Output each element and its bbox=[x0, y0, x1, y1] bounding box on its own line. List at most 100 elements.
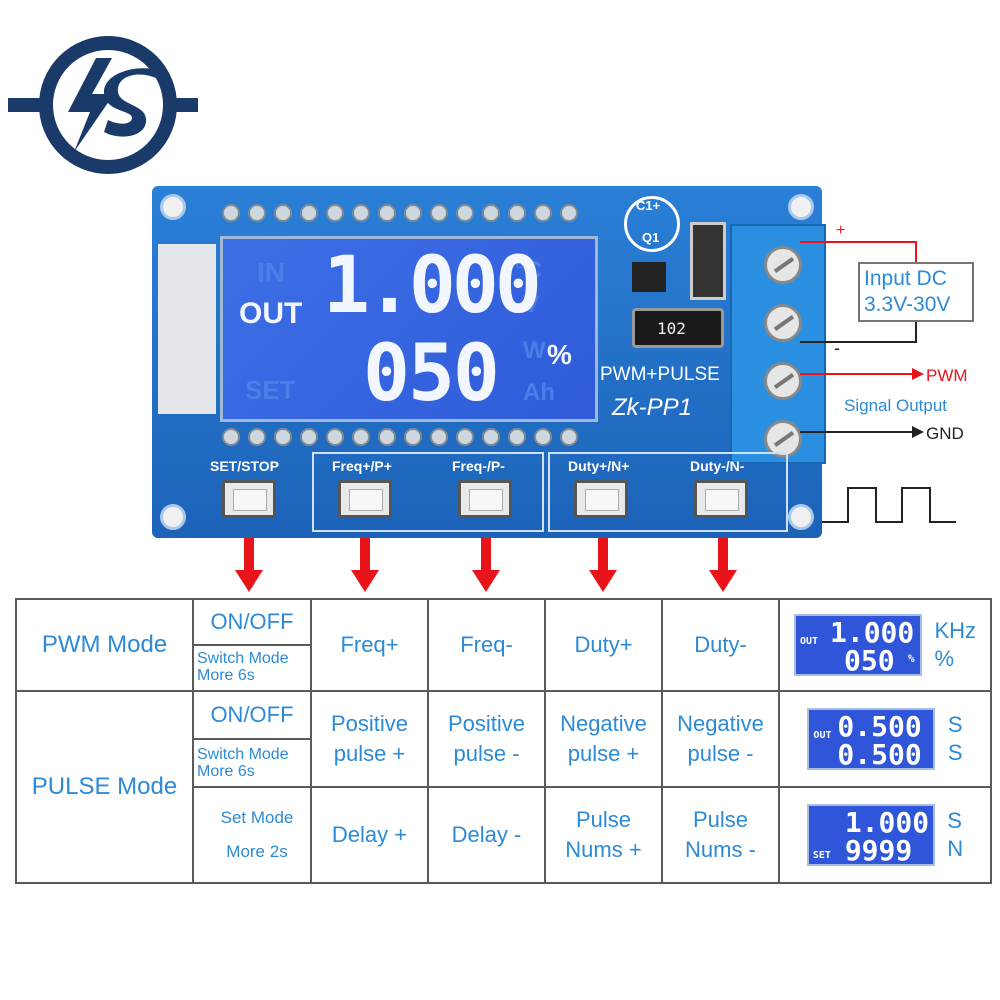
pos-pulse-minus-line1: Positive bbox=[447, 711, 526, 736]
mini-lcd-line2: 0.500 bbox=[837, 738, 922, 771]
delay-minus-cell: Delay - bbox=[427, 786, 546, 884]
lcd-pin bbox=[352, 428, 370, 446]
lcd-pin bbox=[248, 428, 266, 446]
pos-pulse-plus-line1: Positive bbox=[330, 711, 409, 736]
screw-gnd bbox=[764, 420, 802, 458]
set-mode-cell: Set Mode More 2s bbox=[192, 786, 312, 884]
lcd-pin bbox=[300, 204, 318, 222]
neg-pulse-minus-cell: Negative pulse - bbox=[661, 690, 780, 788]
freq-plus-label: Freq+ bbox=[340, 632, 399, 657]
pulse-nums-minus-line2: Nums - bbox=[685, 837, 756, 862]
resistor-code: 102 bbox=[657, 319, 686, 338]
pwm-label: PWM bbox=[926, 366, 968, 385]
pulse-mini-lcd: OUT 0.500 0.500 bbox=[807, 708, 936, 771]
lcd-pin bbox=[274, 428, 292, 446]
pulse-set-cell: ON/OFF Switch Mode More 6s bbox=[192, 690, 312, 788]
lcd-pin bbox=[560, 204, 578, 222]
lcd-backlight-connector bbox=[158, 244, 216, 414]
lcd-out-label: OUT bbox=[239, 297, 303, 330]
pwm-mode-label: PWM Mode bbox=[41, 631, 168, 658]
lcd-pin bbox=[456, 204, 474, 222]
neg-pulse-plus-line1: Negative bbox=[560, 711, 647, 736]
unit-2: % bbox=[934, 646, 954, 671]
pos-pulse-minus-line2: pulse - bbox=[453, 741, 520, 766]
lcd-unit: % bbox=[547, 339, 572, 370]
arrow-head bbox=[709, 570, 737, 592]
freq-minus-button[interactable] bbox=[458, 480, 512, 518]
lcd-pin bbox=[378, 428, 396, 446]
lcd-ghost-v: V bbox=[523, 291, 540, 318]
pos-pulse-plus-line2: pulse + bbox=[333, 741, 406, 766]
pwm-switch-mode-line1: Switch Mode bbox=[197, 650, 289, 667]
mini-lcd-unit: % bbox=[907, 652, 915, 665]
model-line1: PWM+PULSE bbox=[600, 364, 720, 385]
mini-lcd-line1: 1.000 bbox=[829, 616, 915, 649]
lcd-pin bbox=[560, 428, 578, 446]
diode bbox=[690, 222, 726, 300]
input-minus-sign: - bbox=[834, 338, 840, 358]
duty-plus-button[interactable] bbox=[574, 480, 628, 518]
mini-lcd-tag: SET bbox=[812, 850, 831, 861]
pulse-nums-plus-cell: Pulse Nums + bbox=[544, 786, 663, 884]
duty-minus-cell: Duty- bbox=[661, 598, 780, 692]
lcd-pin bbox=[430, 204, 448, 222]
pwm-switch-mode: Switch Mode More 6s bbox=[194, 646, 310, 690]
pulse-display-cell: OUT 0.500 0.500 S S bbox=[778, 690, 992, 788]
neg-pulse-plus-cell: Negative pulse + bbox=[544, 690, 663, 788]
pulse-nums-plus-line1: Pulse bbox=[575, 807, 632, 832]
input-dc-box: Input DC 3.3V-30V bbox=[858, 262, 974, 322]
pulse-units: S S bbox=[948, 711, 963, 767]
mount-hole bbox=[160, 504, 186, 530]
mini-lcd-tag: OUT bbox=[799, 636, 819, 647]
arrow-head bbox=[351, 570, 379, 592]
q-label: Q1 bbox=[642, 230, 660, 245]
screw-input-minus bbox=[764, 304, 802, 342]
lcd-line2: 050 bbox=[363, 329, 500, 419]
duty-plus-cell: Duty+ bbox=[544, 598, 663, 692]
signal-output-label: Signal Output bbox=[844, 396, 948, 415]
pulse-nums-plus-line2: Nums + bbox=[565, 837, 642, 862]
pulse-switch-mode-line1: Switch Mode bbox=[197, 746, 289, 763]
arrow-freq-plus bbox=[360, 538, 370, 572]
terminal-block bbox=[730, 224, 826, 464]
gnd-label: GND bbox=[926, 424, 964, 443]
mini-lcd-line2: 050 bbox=[843, 644, 895, 677]
freq-minus-label: Freq- bbox=[460, 632, 513, 657]
lcd-pin bbox=[404, 428, 422, 446]
freq-plus-button[interactable] bbox=[338, 480, 392, 518]
neg-pulse-minus-line1: Negative bbox=[677, 711, 764, 736]
freq-plus-cell: Freq+ bbox=[310, 598, 429, 692]
duty-plus-label: Duty+ bbox=[574, 632, 633, 657]
arrow-head bbox=[235, 570, 263, 592]
wiring-lines bbox=[800, 241, 956, 523]
set-stop-button[interactable] bbox=[222, 480, 276, 518]
mount-hole bbox=[788, 504, 814, 530]
mini-lcd-tag: OUT bbox=[813, 730, 832, 741]
duty-button-group bbox=[548, 452, 788, 532]
lcd-pin bbox=[534, 428, 552, 446]
set-mode-line2: More 2s bbox=[226, 842, 288, 861]
pwm-on-off: ON/OFF bbox=[194, 600, 310, 646]
button-label-freq-minus: Freq-/P- bbox=[452, 458, 505, 474]
pwm-display-cell: OUT 1.000 050 % KHz % bbox=[778, 598, 992, 692]
lcd-pin bbox=[222, 428, 240, 446]
screw-pwm bbox=[764, 362, 802, 400]
lcd-pin bbox=[482, 204, 500, 222]
pulse-switch-mode-line2: More 6s bbox=[197, 763, 255, 780]
lcd-ghost-w: W bbox=[523, 337, 546, 364]
pulse-nums-minus-cell: Pulse Nums - bbox=[661, 786, 780, 884]
pulse-switch-mode: Switch Mode More 6s bbox=[194, 740, 310, 786]
pwm-units: KHz % bbox=[934, 617, 976, 673]
set-units: S N bbox=[947, 807, 963, 863]
delay-plus-cell: Delay + bbox=[310, 786, 429, 884]
arrow-duty-plus bbox=[598, 538, 608, 572]
button-label-duty-minus: Duty-/N- bbox=[690, 458, 745, 474]
button-label-freq-plus: Freq+/P+ bbox=[332, 458, 392, 474]
lcd-pin bbox=[248, 204, 266, 222]
lcd-pin bbox=[508, 204, 526, 222]
arrow-duty-minus bbox=[718, 538, 728, 572]
lcd-pin bbox=[482, 428, 500, 446]
pwm-switch-mode-line2: More 6s bbox=[197, 667, 255, 684]
duty-minus-button[interactable] bbox=[694, 480, 748, 518]
model-line2: Zk-PP1 bbox=[612, 394, 693, 421]
